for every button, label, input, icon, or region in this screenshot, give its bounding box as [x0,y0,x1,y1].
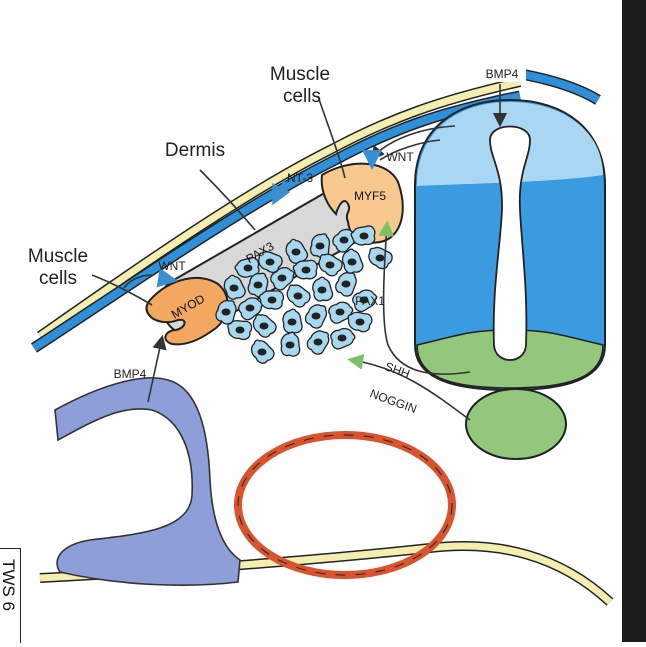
dorsal-aorta [234,431,456,579]
sclerotome-cell [341,248,364,274]
sclerotome-cell [309,233,331,259]
sclerotome-cell [285,238,309,264]
diagram-labels: Muscle cells Dermis Muscle cells BMP4 WN… [28,64,526,416]
sclerotome-cell [352,289,378,313]
sclerotome-cell [350,225,376,246]
label-pax1: PAX1 [355,294,385,308]
right-edge-bar [622,0,646,642]
sclerotome-cell [247,272,269,298]
sclerotome-cell [223,274,246,300]
sclerotome-cell [292,259,318,280]
label-bmp4-bottom: BMP4 [114,367,147,381]
sclerotome-cell [347,311,373,333]
label-noggin: NOGGIN [368,386,419,416]
sclerotome-cell [270,267,295,291]
lateral-plate-mesoderm [54,377,241,586]
sclerotome-cell [286,284,311,308]
sclerotome-cell [215,300,237,325]
sclerotome-cell [258,290,284,310]
sclerotome-cell [252,313,277,338]
sclerotome-cell [304,304,328,329]
edge-cut-label: TWS 6 [0,548,21,643]
sclerotome-cell [318,253,343,277]
label-muscle-cells-left-2: cells [39,268,77,289]
label-dermis: Dermis [165,140,225,161]
sclerotome-cell [312,276,334,302]
sclerotome-cell [335,272,357,297]
label-bmp4-top: BMP4 [486,67,519,81]
label-muscle-cells-top-1: Muscle [270,64,330,85]
sclerotome-cell [280,331,301,357]
label-muscle-cells-top-2: cells [283,86,321,107]
sclerotome-cell [306,330,330,355]
neural-tube [414,98,606,392]
sclerotome-cell [332,228,357,253]
label-nt3: NT-3 [287,171,313,185]
sclerotome-cell [227,320,253,341]
sclerotome-cell [328,301,354,324]
edge-cut-text: TWS 6 [0,559,18,611]
sclerotome-cell [234,256,260,278]
sclerotome-cell [238,297,263,321]
label-wnt-left: WNT [158,259,186,273]
signal-arrows [91,84,508,421]
label-myf5: MYF5 [354,189,386,203]
notochord [465,388,567,460]
sclerotome-cell [368,246,393,270]
label-shh: SHH [383,359,412,381]
sclerotome-cell [282,308,303,334]
sclerotome-cells [215,225,393,364]
label-muscle-cells-left-1: Muscle [28,246,88,267]
label-wnt-top: WNT [386,150,414,164]
sclerotome-cell [330,327,356,350]
sclerotome-cell [251,339,275,364]
